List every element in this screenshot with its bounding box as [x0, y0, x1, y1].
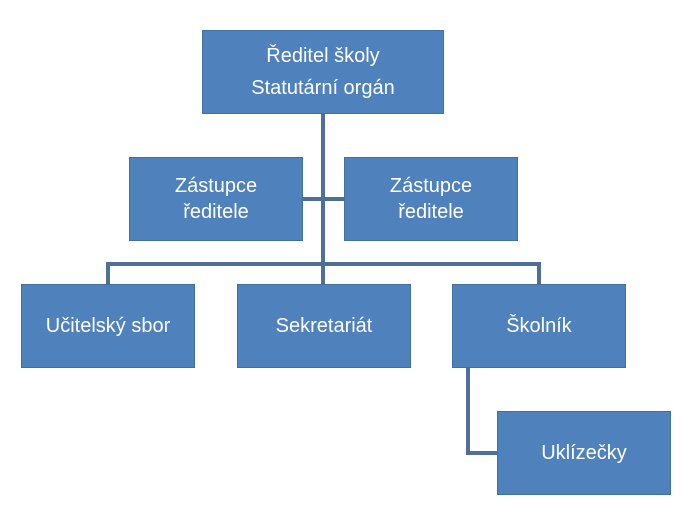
node-cleaners: Uklízečky: [497, 411, 671, 495]
director-subtitle: Statutární orgán: [251, 77, 395, 99]
teaching-staff-label: Učitelský sbor: [45, 315, 171, 337]
node-secretariat: Sekretariát: [237, 284, 411, 368]
deputy-left-label-1: Zástupce: [174, 175, 258, 197]
node-teaching-staff: Učitelský sbor: [21, 284, 195, 368]
node-deputy-left: Zástupce ředitele: [129, 157, 303, 241]
secretariat-label: Sekretariát: [275, 315, 373, 337]
director-title: Ředitel školy: [266, 45, 380, 67]
node-deputy-right: Zástupce ředitele: [344, 157, 518, 241]
deputy-right-label-2: ředitele: [398, 201, 464, 223]
janitor-label: Školník: [506, 315, 572, 337]
node-director: Ředitel školy Statutární orgán: [202, 30, 444, 114]
deputy-left-label-2: ředitele: [183, 201, 249, 223]
deputy-right-label-1: Zástupce: [389, 175, 473, 197]
node-janitor: Školník: [452, 284, 626, 368]
cleaners-label: Uklízečky: [541, 442, 627, 464]
